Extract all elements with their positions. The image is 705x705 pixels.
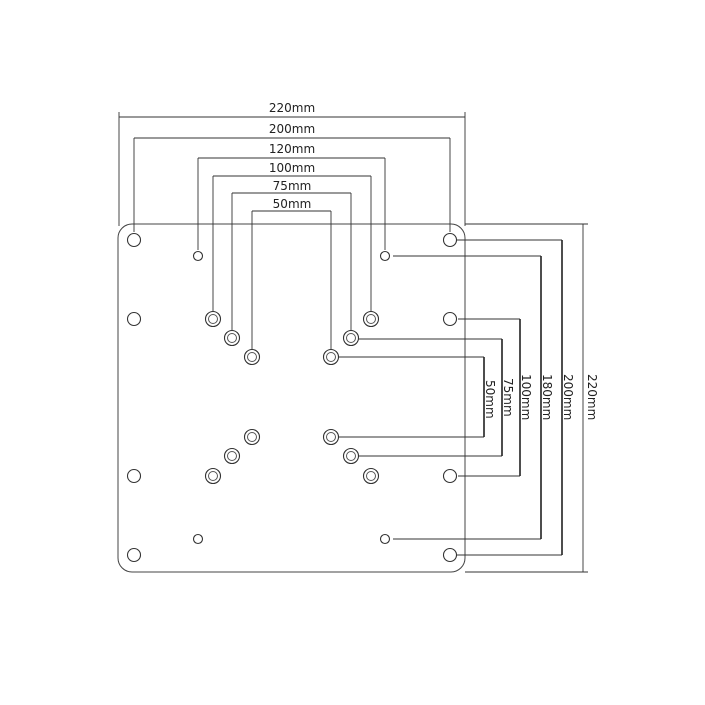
dim-right-100: 100mm <box>458 318 533 477</box>
dim-top-75: 75mm <box>231 179 352 331</box>
hole-100-tl <box>204 310 222 328</box>
dim-label-right-200: 200mm <box>561 374 575 420</box>
dim-label-top-75: 75mm <box>273 179 312 193</box>
dim-label-top-200: 200mm <box>269 122 315 136</box>
hole-75-bl <box>223 447 241 465</box>
hole-100-tr <box>362 310 380 328</box>
hole-120-tl <box>192 250 204 262</box>
hole-50-br <box>322 428 340 446</box>
dim-label-right-75: 75mm <box>501 378 515 417</box>
dim-top-100: 100mm <box>212 161 372 313</box>
hole-200-tl <box>126 232 142 248</box>
hole-120-tr <box>379 250 391 262</box>
dim-label-top-100: 100mm <box>269 161 315 175</box>
hole-side-l-bot <box>126 468 142 484</box>
hole-50-bl <box>243 428 261 446</box>
dim-label-right-180: 180mm <box>540 374 554 420</box>
dim-label-right-220: 220mm <box>585 374 599 420</box>
hole-120-bl <box>192 533 204 545</box>
dim-right-75: 75mm <box>358 338 515 457</box>
dim-top-200: 200mm <box>133 122 451 232</box>
hole-200-br <box>442 547 458 563</box>
hole-50-tr <box>322 348 340 366</box>
dim-right-200: 200mm <box>455 239 575 556</box>
hole-50-tl <box>243 348 261 366</box>
dim-right-220: 220mm <box>465 223 599 573</box>
dim-right-180: 180mm <box>393 255 554 540</box>
dim-label-right-100: 100mm <box>519 374 533 420</box>
hole-120-br <box>379 533 391 545</box>
hole-75-tl <box>223 329 241 347</box>
dim-label-top-220: 220mm <box>269 101 315 115</box>
dim-label-top-50: 50mm <box>273 197 312 211</box>
dim-top-120: 120mm <box>197 142 386 250</box>
hole-100-bl <box>204 467 222 485</box>
dim-top-50: 50mm <box>251 197 332 350</box>
dim-right-50: 50mm <box>338 356 497 438</box>
plate-outline <box>117 223 466 573</box>
hole-75-tr <box>342 329 360 347</box>
hole-side-r-bot <box>442 468 458 484</box>
dim-label-right-50: 50mm <box>483 380 497 419</box>
dim-top-220: 220mm <box>118 101 466 226</box>
dim-label-top-120: 120mm <box>269 142 315 156</box>
hole-100-br <box>362 467 380 485</box>
hole-side-r-top <box>442 311 458 327</box>
hole-75-br <box>342 447 360 465</box>
hole-200-tr <box>442 232 458 248</box>
hole-side-l-top <box>126 311 142 327</box>
hole-200-bl <box>126 547 142 563</box>
